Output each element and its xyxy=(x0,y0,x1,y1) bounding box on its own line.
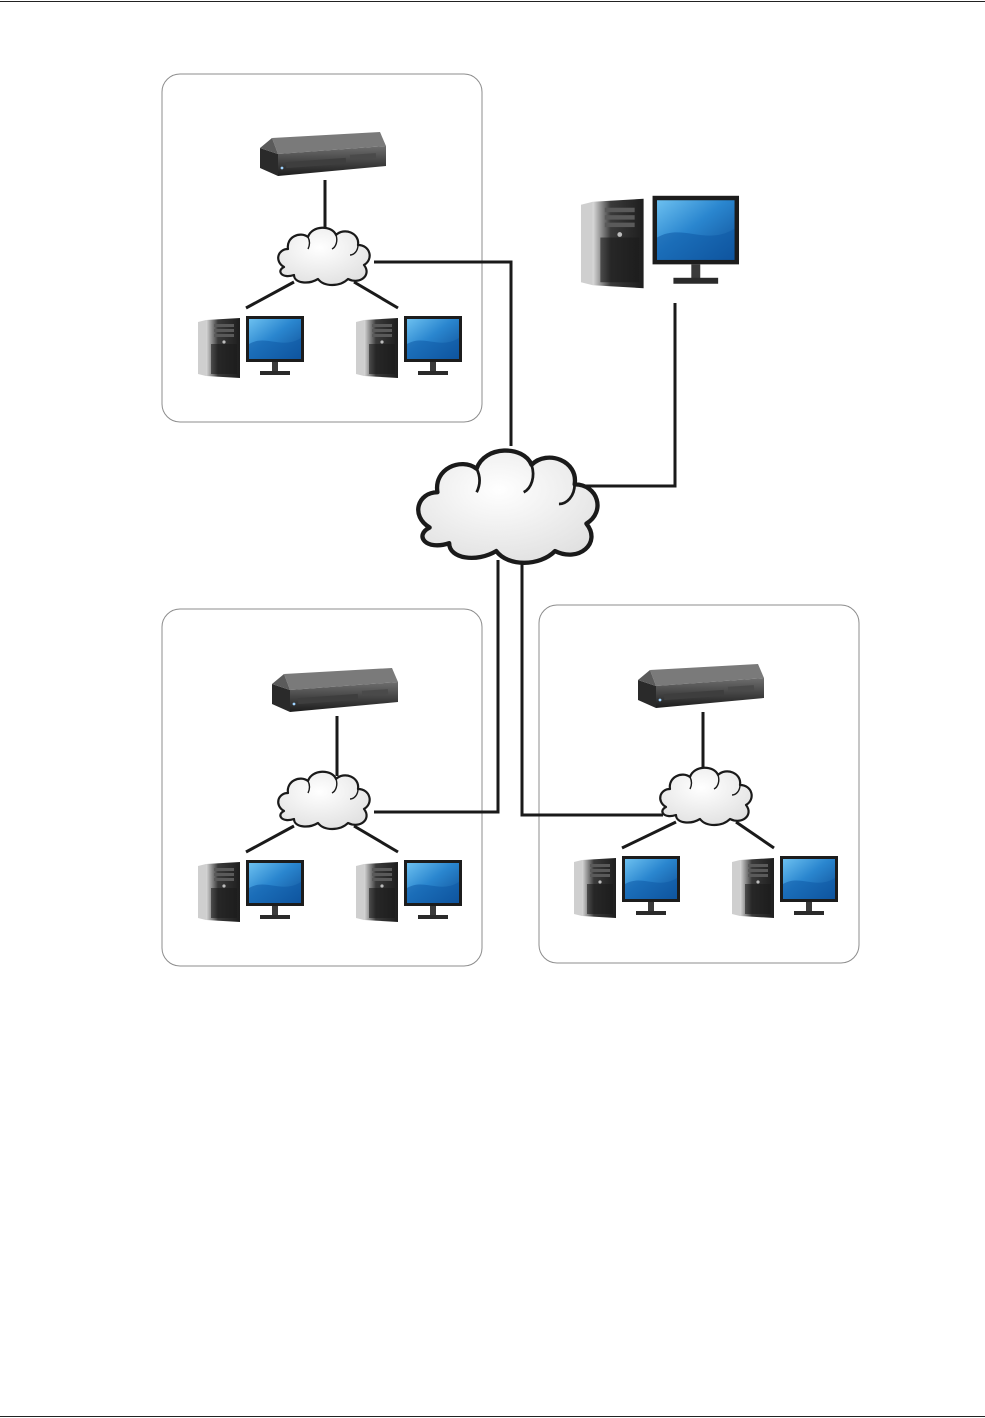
desktop-computer-icon xyxy=(356,316,462,378)
cloud-icon xyxy=(418,451,597,563)
cloud-icon xyxy=(278,772,369,829)
site-bottom-right-workstation-link-2 xyxy=(736,822,774,848)
desktop-computer-icon xyxy=(198,860,304,922)
site-top-left-workstation-link-2 xyxy=(354,282,398,308)
desktop-computer-icon xyxy=(198,316,304,378)
wan-link-remote-workstation xyxy=(575,303,675,486)
rack-server-icon xyxy=(638,664,764,708)
cloud-icon xyxy=(278,228,369,285)
rack-server-icon xyxy=(260,132,386,176)
site-bottom-right-workstation-link-1 xyxy=(622,822,676,848)
desktop-computer-icon xyxy=(732,856,838,918)
desktop-computer-icon xyxy=(574,856,680,918)
cloud-icon xyxy=(660,768,751,825)
site-top-left-workstation-link-1 xyxy=(246,282,294,308)
desktop-computer-icon xyxy=(581,196,739,288)
site-bottom-left-workstation-link-1 xyxy=(246,826,294,852)
desktop-computer-icon xyxy=(356,860,462,922)
site-bottom-left-workstation-link-2 xyxy=(354,826,398,852)
rack-server-icon xyxy=(272,668,398,712)
